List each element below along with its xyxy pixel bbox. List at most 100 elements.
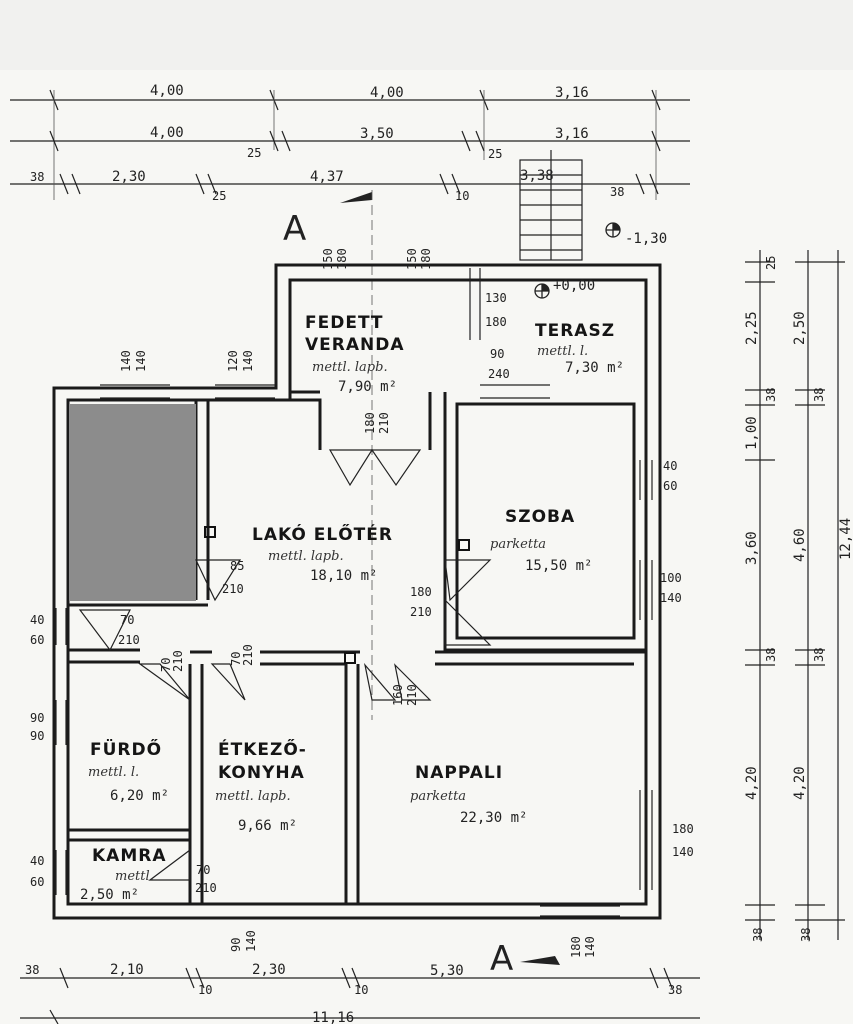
lako-eloter-floor: mettl. lapb. bbox=[268, 549, 344, 564]
op-veranda2-b: 180 bbox=[419, 248, 433, 270]
section-arrow-bottom bbox=[520, 956, 560, 965]
dim-right-in-4: 1,00 bbox=[744, 416, 760, 450]
dim-top-3f: 3,38 bbox=[520, 168, 554, 184]
op-nappali-w-b: 140 bbox=[672, 845, 694, 859]
terasz-name: TERASZ bbox=[535, 321, 615, 341]
chimney-2 bbox=[458, 539, 470, 551]
dim-right-out-4: 38 bbox=[812, 648, 826, 662]
op-nappali-door-a: 160 bbox=[391, 684, 405, 706]
op-terasz-w-a: 90 bbox=[490, 347, 504, 361]
dim-top-2b: 3,50 bbox=[360, 126, 394, 142]
etkezo-konyha-area: 9,66 m² bbox=[238, 818, 297, 834]
op-left-d1-b: 210 bbox=[118, 633, 140, 647]
op-bottom-w1-a: 90 bbox=[229, 938, 243, 952]
op-eloter-door-a: 85 bbox=[230, 559, 244, 573]
op-veranda-door-b: 210 bbox=[377, 412, 391, 434]
dim-top-2a: 4,00 bbox=[150, 125, 184, 141]
op-kamra-door-b: 210 bbox=[195, 881, 217, 895]
szoba-floor: parketta bbox=[490, 537, 546, 552]
szoba-area: 15,50 m² bbox=[525, 558, 592, 574]
op-szoba-door-a: 180 bbox=[410, 585, 432, 599]
furdo-floor: mettl. l. bbox=[88, 765, 139, 780]
op-nappali-door-b: 210 bbox=[405, 684, 419, 706]
section-arrow-top bbox=[340, 192, 372, 203]
chimney-1 bbox=[204, 526, 216, 538]
op-veranda-door-a: 180 bbox=[363, 412, 377, 434]
op-kamra-w-b: 60 bbox=[30, 875, 44, 889]
dim-right-in-3: 38 bbox=[764, 388, 778, 402]
dim-right-total: 12,44 bbox=[838, 518, 853, 560]
dim-right-out-3: 4,60 bbox=[792, 528, 808, 562]
dim-right-in-6: 38 bbox=[764, 648, 778, 662]
lako-eloter-name: LAKÓ ELŐTÉR bbox=[252, 523, 393, 545]
op-konyha-door-a: 70 bbox=[229, 652, 243, 666]
door-swings bbox=[78, 449, 492, 881]
op-veranda1-a: 150 bbox=[321, 248, 335, 270]
terasz-area: 7,30 m² bbox=[565, 360, 624, 376]
kamra-floor: mettl. bbox=[115, 869, 154, 884]
op-left1-a: 140 bbox=[119, 350, 133, 372]
dim-right-in-7: 4,20 bbox=[744, 766, 760, 800]
furdo-area: 6,20 m² bbox=[110, 788, 169, 804]
etkezo-konyha-name2: KONYHA bbox=[218, 763, 305, 783]
furdo-name: FÜRDŐ bbox=[90, 738, 162, 760]
dim-right-out-1: 2,50 bbox=[792, 311, 808, 345]
top-dimension-lines bbox=[10, 89, 690, 200]
dim-right-out-5: 4,20 bbox=[792, 766, 808, 800]
op-left-w1-a: 40 bbox=[30, 613, 44, 627]
dim-right-in-5: 3,60 bbox=[744, 531, 760, 565]
dim-right-out-6: 38 bbox=[799, 928, 813, 942]
fedett-veranda-area: 7,90 m² bbox=[338, 379, 397, 395]
dim-top-3c: 25 bbox=[212, 189, 226, 203]
dim-top-2-small-a: 25 bbox=[247, 146, 261, 160]
fedett-veranda-name2: VERANDA bbox=[305, 335, 405, 355]
right-dimension-lines bbox=[745, 250, 845, 940]
dim-right-in-2: 2,25 bbox=[744, 311, 760, 345]
dim-top-3d: 4,37 bbox=[310, 169, 344, 185]
op-kamra-w-a: 40 bbox=[30, 854, 44, 868]
op-szoba-door-b: 210 bbox=[410, 605, 432, 619]
op-konyha-door-b: 210 bbox=[241, 644, 255, 666]
dim-top-3g: 38 bbox=[610, 185, 624, 199]
bottom-dimension-lines bbox=[20, 967, 700, 1024]
fedett-veranda-floor: mettl. lapb. bbox=[312, 360, 388, 375]
op-szoba-w1-b: 60 bbox=[663, 479, 677, 493]
dim-right-in-8: 38 bbox=[751, 928, 765, 942]
dim-bottom-6: 5,30 bbox=[430, 963, 464, 979]
fedett-veranda-name1: FEDETT bbox=[305, 313, 384, 333]
op-nappali-w-a: 180 bbox=[672, 822, 694, 836]
op-eloter-door-b: 210 bbox=[222, 582, 244, 596]
terasz-floor: mettl. l. bbox=[537, 344, 588, 359]
etkezo-konyha-name1: ÉTKEZŐ- bbox=[218, 738, 307, 760]
exterior-stair bbox=[519, 150, 583, 261]
szoba-name: SZOBA bbox=[505, 507, 575, 527]
section-mark-bottom: A bbox=[490, 939, 513, 979]
op-bottom-w2-a: 180 bbox=[569, 936, 583, 958]
op-terasz-w-b: 240 bbox=[488, 367, 510, 381]
dim-bottom-4: 2,30 bbox=[252, 962, 286, 978]
dim-bottom-2: 2,10 bbox=[110, 962, 144, 978]
op-furdo-door-a: 70 bbox=[159, 658, 173, 672]
op-left2-b: 140 bbox=[241, 350, 255, 372]
dim-bottom-1: 38 bbox=[25, 963, 39, 977]
op-bottom-w1-b: 140 bbox=[244, 930, 258, 952]
window-marks bbox=[55, 268, 653, 917]
dim-top-3a: 38 bbox=[30, 170, 44, 184]
op-szoba-w2-a: 100 bbox=[660, 571, 682, 585]
level-top: +0,00 bbox=[553, 278, 595, 294]
paper-top-shade bbox=[0, 0, 853, 70]
op-szoba-w1-a: 40 bbox=[663, 459, 677, 473]
op-veranda2-a: 150 bbox=[405, 248, 419, 270]
kamra-area: 2,50 m² bbox=[80, 887, 139, 903]
gray-storage-block bbox=[69, 404, 196, 601]
op-furdo-w-b: 90 bbox=[30, 729, 44, 743]
dim-top-2-small-b: 25 bbox=[488, 147, 502, 161]
dim-top-3e: 10 bbox=[455, 189, 469, 203]
level-stair: -1,30 bbox=[625, 231, 667, 247]
op-left2-a: 120 bbox=[226, 350, 240, 372]
level-marker-top bbox=[534, 283, 550, 299]
section-mark-top: A bbox=[283, 209, 306, 249]
nappali-name: NAPPALI bbox=[415, 763, 503, 783]
nappali-floor: parketta bbox=[410, 789, 466, 804]
